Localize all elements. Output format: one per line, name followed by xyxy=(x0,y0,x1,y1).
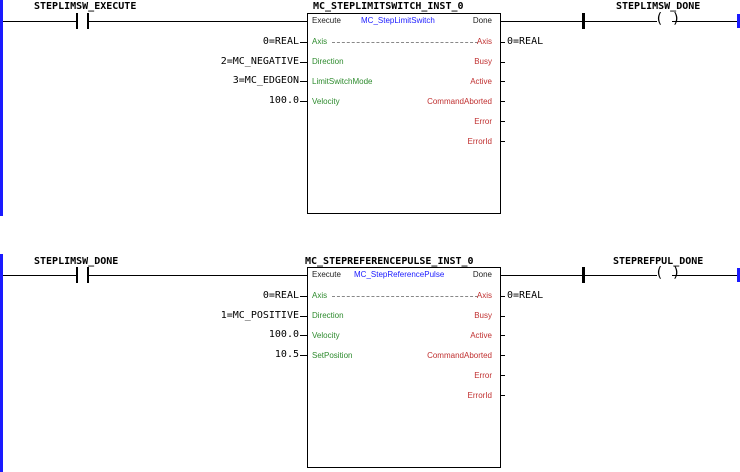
output-value-axis: 0=REAL xyxy=(507,290,544,301)
coil-rail-bar xyxy=(582,267,585,283)
pin-error: Error xyxy=(474,117,492,126)
pin-direction: Direction xyxy=(312,311,344,320)
output-tick xyxy=(501,42,505,43)
output-tick xyxy=(501,62,505,63)
output-tick xyxy=(501,375,505,376)
output-coil[interactable]: ( ) xyxy=(655,265,681,281)
output-tick xyxy=(501,316,505,317)
input-tick xyxy=(300,62,307,63)
fb-type-name: MC_StepLimitSwitch xyxy=(361,16,435,25)
fb-instance-name: MC_STEPREFERENCEPULSE_INST_0 xyxy=(305,256,474,267)
rung-wire xyxy=(3,275,77,276)
function-block[interactable]: Execute MC_StepReferencePulse Done Axis … xyxy=(307,267,501,468)
input-tick xyxy=(300,316,307,317)
axis-passthrough xyxy=(332,42,478,43)
pin-execute: Execute xyxy=(312,270,341,279)
rung-wire xyxy=(585,275,657,276)
rung-wire xyxy=(672,275,737,276)
input-value-velocity: 100.0 xyxy=(268,95,299,106)
pin-velocity: Velocity xyxy=(312,331,340,340)
output-value-axis: 0=REAL xyxy=(507,36,544,47)
fb-instance-name: MC_STEPLIMITSWITCH_INST_0 xyxy=(313,1,464,12)
output-tick xyxy=(501,296,505,297)
output-tick xyxy=(501,395,505,396)
input-tick xyxy=(300,296,307,297)
normally-open-contact[interactable] xyxy=(76,267,90,283)
output-coil[interactable]: ( ) xyxy=(655,11,681,27)
contact-label: STEPLIMSW_EXECUTE xyxy=(34,1,137,12)
input-value-axis: 0=REAL xyxy=(262,290,299,301)
pin-done: Done xyxy=(472,16,492,25)
pin-active: Active xyxy=(470,331,492,340)
pin-errorid: ErrorId xyxy=(467,391,492,400)
pin-axis-in: Axis xyxy=(312,37,328,46)
input-tick xyxy=(300,355,307,356)
left-power-rail xyxy=(0,0,3,216)
output-tick xyxy=(501,355,505,356)
coil-rail-bar xyxy=(582,13,585,29)
input-value-velocity: 100.0 xyxy=(268,329,299,340)
input-tick xyxy=(300,42,307,43)
pin-commandaborted: CommandAborted xyxy=(427,351,492,360)
pin-errorid: ErrorId xyxy=(467,137,492,146)
rung-wire xyxy=(501,21,583,22)
input-tick xyxy=(300,101,307,102)
input-value-direction: 2=MC_NEGATIVE xyxy=(220,56,299,67)
rung-wire xyxy=(672,21,737,22)
input-value-setposition: 10.5 xyxy=(274,349,299,360)
axis-passthrough xyxy=(332,296,478,297)
contact-label: STEPLIMSW_DONE xyxy=(34,256,119,267)
rung-wire xyxy=(89,21,307,22)
left-power-rail xyxy=(0,254,3,472)
pin-axis-in: Axis xyxy=(312,291,328,300)
rung-wire xyxy=(89,275,307,276)
function-block[interactable]: Execute MC_StepLimitSwitch Done Axis Axi… xyxy=(307,13,501,214)
pin-commandaborted: CommandAborted xyxy=(427,97,492,106)
pin-direction: Direction xyxy=(312,57,344,66)
pin-velocity: Velocity xyxy=(312,97,340,106)
input-value-axis: 0=REAL xyxy=(262,36,299,47)
output-tick xyxy=(501,121,505,122)
right-rail-stub xyxy=(737,268,740,282)
rung-wire xyxy=(585,21,657,22)
pin-axis-out: Axis xyxy=(476,291,492,300)
pin-axis-out: Axis xyxy=(476,37,492,46)
pin-done: Done xyxy=(472,270,492,279)
pin-execute: Execute xyxy=(312,16,341,25)
rung-wire xyxy=(3,21,77,22)
input-tick xyxy=(300,335,307,336)
pin-active: Active xyxy=(470,77,492,86)
pin-setposition: SetPosition xyxy=(312,351,353,360)
right-rail-stub xyxy=(737,14,740,28)
fb-type-name: MC_StepReferencePulse xyxy=(354,270,445,279)
input-value-direction: 1=MC_POSITIVE xyxy=(220,310,299,321)
pin-busy: Busy xyxy=(474,311,492,320)
output-tick xyxy=(501,81,505,82)
pin-busy: Busy xyxy=(474,57,492,66)
coil-label: STEPLIMSW_DONE xyxy=(616,1,701,12)
input-value-limitswitchmode: 3=MC_EDGEON xyxy=(232,75,299,86)
input-tick xyxy=(300,81,307,82)
output-tick xyxy=(501,335,505,336)
rung-wire xyxy=(501,275,583,276)
output-tick xyxy=(501,101,505,102)
normally-open-contact[interactable] xyxy=(76,13,90,29)
output-tick xyxy=(501,141,505,142)
coil-label: STEPREFPUL_DONE xyxy=(613,256,704,267)
pin-limitswitchmode: LimitSwitchMode xyxy=(312,77,373,86)
pin-error: Error xyxy=(474,371,492,380)
